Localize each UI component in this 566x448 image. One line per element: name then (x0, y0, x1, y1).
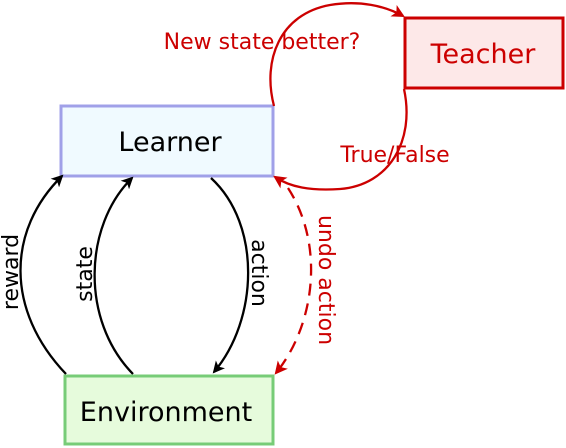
state-label: state (73, 246, 98, 302)
undo-action-arrow (274, 187, 313, 375)
new-state-better-label: New state better? (164, 30, 361, 55)
true-false-arrow (273, 88, 408, 191)
action-arrow (210, 177, 250, 374)
teacher-label: Teacher (430, 39, 537, 70)
environment-box (63, 374, 275, 446)
environment-label: Environment (80, 397, 252, 428)
learner-node: Learner (59, 104, 275, 178)
environment-node: Environment (63, 374, 275, 446)
state-arrow (93, 176, 134, 375)
teacher-node: Teacher (403, 16, 565, 90)
learner-box (59, 104, 275, 178)
undo-action-label: undo action (313, 215, 338, 345)
teacher-box (403, 16, 565, 90)
learner-label: Learner (118, 127, 222, 158)
reward-arrow (19, 174, 67, 375)
new-state-better-arrow (269, 2, 405, 107)
true-false-label: True/False (339, 143, 449, 168)
action-label: action (246, 239, 271, 307)
reward-label: reward (0, 234, 24, 310)
